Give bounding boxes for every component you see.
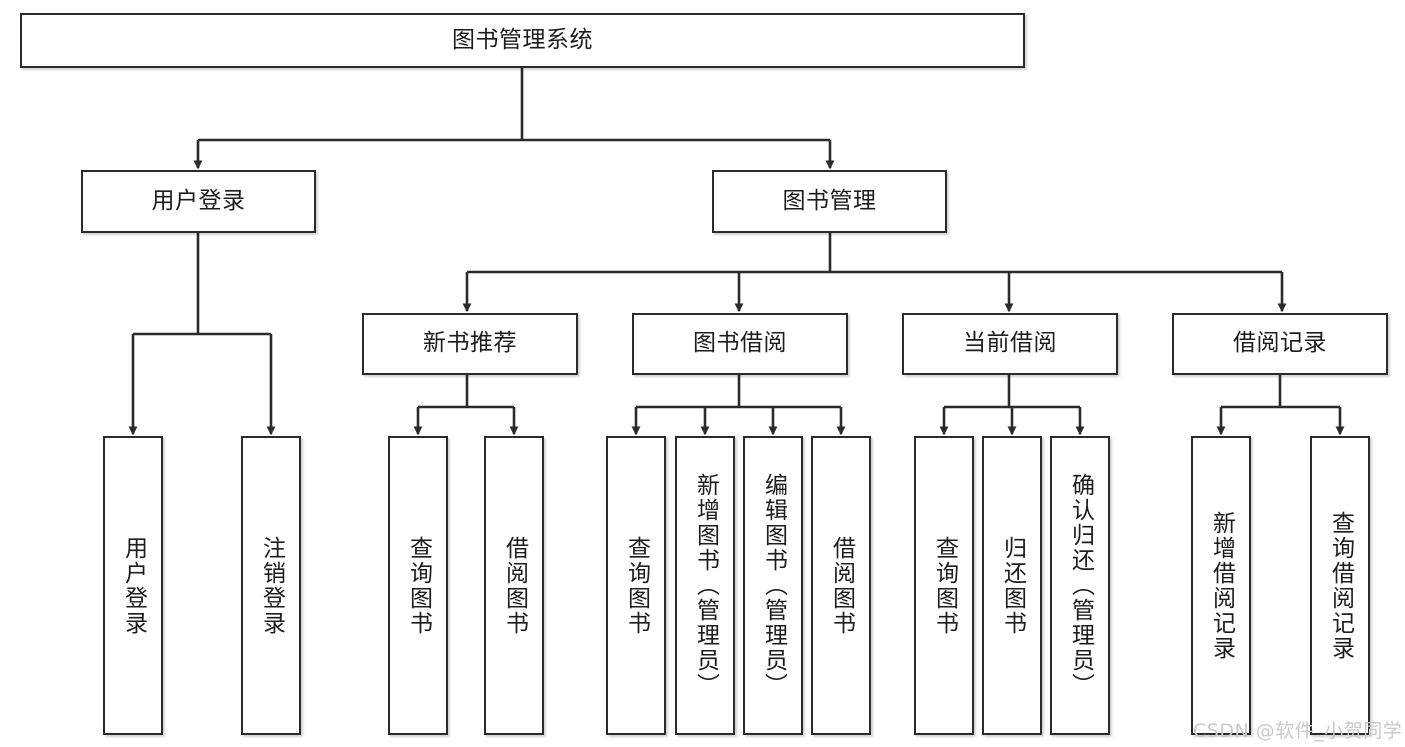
node-leaf-edit-book[interactable]: 编辑图书（管理员） bbox=[743, 436, 803, 735]
node-book-borrow-label: 图书借阅 bbox=[693, 330, 787, 357]
node-book-manage-label: 图书管理 bbox=[782, 187, 877, 214]
node-leaf-edit-book-label: 编辑图书（管理员） bbox=[760, 473, 787, 698]
node-user-login-label: 用户登录 bbox=[151, 187, 246, 214]
node-current-borrow[interactable]: 当前借阅 bbox=[902, 313, 1118, 375]
node-leaf-query-book-3-label: 查询图书 bbox=[931, 535, 958, 636]
node-root-label: 图书管理系统 bbox=[452, 26, 593, 53]
node-book-manage[interactable]: 图书管理 bbox=[712, 170, 947, 233]
node-leaf-query-book-1[interactable]: 查询图书 bbox=[388, 436, 448, 735]
node-borrow-record-label: 借阅记录 bbox=[1233, 330, 1327, 357]
node-leaf-add-book[interactable]: 新增图书（管理员） bbox=[675, 436, 735, 735]
node-new-book-recommend[interactable]: 新书推荐 bbox=[362, 313, 578, 375]
node-leaf-user-login[interactable]: 用户登录 bbox=[103, 436, 163, 735]
node-new-book-recommend-label: 新书推荐 bbox=[423, 330, 517, 357]
node-leaf-confirm-return-label: 确认归还（管理员） bbox=[1067, 473, 1094, 698]
node-book-borrow[interactable]: 图书借阅 bbox=[632, 313, 848, 375]
node-leaf-query-book-2-label: 查询图书 bbox=[623, 535, 650, 636]
node-leaf-borrow-book-2[interactable]: 借阅图书 bbox=[811, 436, 871, 735]
node-leaf-logout-login[interactable]: 注销登录 bbox=[241, 436, 301, 735]
node-user-login[interactable]: 用户登录 bbox=[81, 170, 316, 233]
node-borrow-record[interactable]: 借阅记录 bbox=[1172, 313, 1388, 375]
node-leaf-borrow-book-1-label: 借阅图书 bbox=[501, 535, 528, 636]
node-leaf-add-book-label: 新增图书（管理员） bbox=[692, 473, 719, 698]
node-leaf-borrow-book-1[interactable]: 借阅图书 bbox=[484, 436, 544, 735]
node-leaf-query-book-2[interactable]: 查询图书 bbox=[606, 436, 666, 735]
node-leaf-user-login-label: 用户登录 bbox=[120, 535, 147, 636]
node-leaf-return-book-label: 归还图书 bbox=[999, 535, 1026, 636]
node-current-borrow-label: 当前借阅 bbox=[963, 330, 1057, 357]
node-leaf-query-book-1-label: 查询图书 bbox=[405, 535, 432, 636]
node-leaf-borrow-book-2-label: 借阅图书 bbox=[828, 535, 855, 636]
node-leaf-logout-login-label: 注销登录 bbox=[258, 535, 285, 636]
node-leaf-query-record[interactable]: 查询借阅记录 bbox=[1310, 436, 1370, 735]
node-leaf-add-record[interactable]: 新增借阅记录 bbox=[1191, 436, 1251, 735]
node-leaf-confirm-return[interactable]: 确认归还（管理员） bbox=[1050, 436, 1110, 735]
node-leaf-return-book[interactable]: 归还图书 bbox=[982, 436, 1042, 735]
node-leaf-query-record-label: 查询借阅记录 bbox=[1327, 510, 1354, 661]
node-leaf-query-book-3[interactable]: 查询图书 bbox=[914, 436, 974, 735]
node-root[interactable]: 图书管理系统 bbox=[20, 13, 1025, 68]
node-leaf-add-record-label: 新增借阅记录 bbox=[1208, 510, 1235, 661]
